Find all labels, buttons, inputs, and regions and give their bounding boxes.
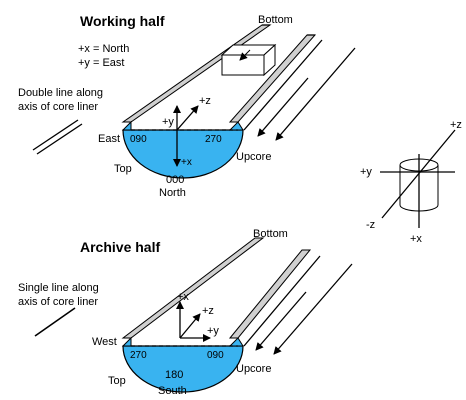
archive-angle-180: 180 (165, 369, 183, 381)
working-liner (121, 24, 323, 131)
working-rim-right (228, 121, 244, 131)
working-upcore-arrow-2 (275, 47, 356, 141)
archive-west-label: West (92, 336, 117, 348)
archive-top-label: Top (108, 375, 126, 387)
double-line-label-2: axis of core liner (18, 101, 98, 113)
archive-z-axis (179, 313, 201, 339)
working-plus-z: +z (199, 95, 211, 107)
double-line-label-1: Double line along (18, 87, 103, 99)
sample-cube (220, 43, 277, 77)
archive-plus-x: +x (177, 291, 189, 303)
working-upcore-label: Upcore (236, 151, 271, 163)
working-top-label: Top (114, 163, 132, 175)
cylinder-plus-x: +x (410, 233, 422, 245)
archive-rim-right (228, 337, 244, 347)
working-north-label: North (159, 187, 186, 199)
working-half-section: Working half +x = North +y = East Double… (18, 13, 356, 199)
working-bottom-label: Bottom (258, 14, 293, 26)
working-z-axis (176, 105, 199, 131)
archive-bottom-label: Bottom (253, 228, 288, 240)
double-line-symbol (32, 119, 83, 155)
axes-legend-north: +x = North (78, 43, 129, 55)
single-line-label-1: Single line along (18, 282, 99, 294)
archive-upcore-arrow-2 (273, 263, 353, 355)
archive-rim-left (121, 336, 132, 347)
working-rim-left (121, 120, 132, 131)
working-half-title: Working half (80, 13, 165, 29)
working-upcore-arrow-1 (257, 77, 309, 137)
working-angle-270: 270 (205, 134, 222, 145)
cylinder-minus-z: -z (366, 219, 375, 231)
cylinder-plus-z: +z (450, 119, 462, 131)
archive-liner-wall-left (121, 237, 265, 339)
archive-south-label: South (158, 385, 187, 397)
single-line-symbol (34, 307, 76, 337)
orientation-cylinder: +z +y -z +x (360, 119, 462, 245)
working-plus-x: +x (181, 157, 192, 168)
working-plus-y: +y (162, 116, 174, 128)
archive-upcore-label: Upcore (236, 363, 271, 375)
working-angle-090: 090 (130, 134, 147, 145)
archive-upcore-arrow-1 (255, 291, 307, 351)
archive-angle-270: 270 (130, 350, 147, 361)
cylinder-plus-y: +y (360, 166, 372, 178)
archive-plus-y: +y (207, 325, 219, 337)
working-east-label: East (98, 133, 120, 145)
archive-liner (121, 237, 321, 347)
archive-liner-wall-right (228, 249, 312, 339)
archive-half-title: Archive half (80, 239, 160, 255)
single-line-label-2: axis of core liner (18, 296, 98, 308)
axes-legend-east: +y = East (78, 57, 124, 69)
archive-plus-z: +z (202, 305, 214, 317)
working-angle-000: 000 (166, 174, 184, 186)
working-core-face (122, 129, 244, 179)
archive-angle-090: 090 (207, 350, 224, 361)
archive-half-section: Archive half Single line along axis of c… (18, 228, 353, 397)
cylinder-z-axis (381, 129, 456, 219)
archive-core-face (122, 345, 244, 393)
